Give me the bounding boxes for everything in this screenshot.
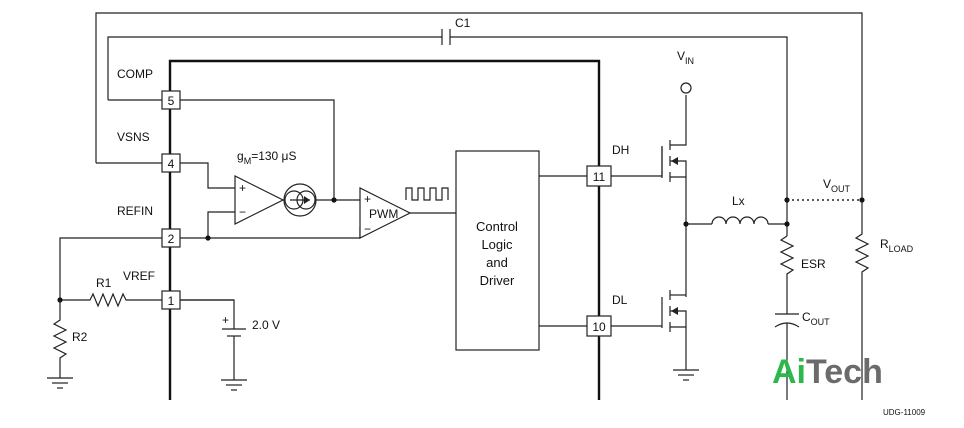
- svg-text:−: −: [239, 205, 246, 219]
- low-side-mosfet: [611, 290, 699, 381]
- svg-text:Control: Control: [476, 219, 518, 234]
- c1-capacitor: C1: [107, 16, 788, 200]
- high-side-mosfet: [611, 95, 687, 200]
- pin-5: 5: [161, 90, 181, 110]
- vref-voltage-label: 2.0 V: [252, 318, 280, 332]
- pin-1: 1: [161, 290, 181, 310]
- watermark-logo: AiTech: [772, 353, 883, 391]
- control-logic-block: Control Logic and Driver: [455, 150, 540, 351]
- svg-text:Driver: Driver: [480, 273, 515, 288]
- dh-label: DH: [612, 143, 629, 157]
- watermark-part1: Ai: [772, 353, 806, 391]
- svg-text:+: +: [222, 313, 229, 327]
- svg-text:−: −: [364, 222, 371, 236]
- svg-text:1: 1: [168, 294, 175, 308]
- svg-text:Logic: Logic: [481, 237, 513, 252]
- vref-label: VREF: [123, 269, 155, 283]
- watermark-part2: Tech: [806, 353, 883, 391]
- vref-source: + 2.0 V: [180, 299, 280, 391]
- r1-label: R1: [96, 276, 112, 290]
- load-resistor: RLOAD: [854, 200, 914, 400]
- pwm-comparator: + − PWM: [359, 187, 412, 239]
- svg-text:and: and: [486, 255, 508, 270]
- output-capacitor: COUT: [774, 310, 830, 400]
- r2-label: R2: [72, 330, 88, 344]
- gm-label: gM=130 μS: [237, 149, 296, 166]
- esr-label: ESR: [801, 257, 826, 271]
- comp-label: COMP: [117, 67, 153, 81]
- esr-resistor: ESR: [779, 235, 826, 314]
- pwm-waveform: [405, 187, 449, 201]
- inductor-lx: Lx: [686, 194, 787, 225]
- rload-label: RLOAD: [880, 237, 914, 254]
- svg-text:2: 2: [168, 232, 175, 246]
- pwm-label: PWM: [369, 207, 398, 221]
- svg-text:10: 10: [592, 320, 606, 334]
- gm-amplifier: + −: [234, 175, 317, 225]
- vout-label: VOUT: [823, 177, 851, 194]
- pin-4: 4: [161, 153, 181, 173]
- vin-label: VIN: [677, 49, 694, 66]
- svg-text:+: +: [239, 181, 246, 195]
- vin-terminal: [680, 82, 692, 94]
- refin-divider: R1 R2: [47, 237, 162, 389]
- vsns-label: VSNS: [117, 130, 150, 144]
- pin-11: 11: [586, 165, 612, 187]
- svg-text:4: 4: [168, 157, 175, 171]
- cout-label: COUT: [802, 310, 830, 327]
- refin-label: REFIN: [117, 204, 153, 218]
- vsns-sense-wire: [95, 12, 863, 200]
- svg-text:11: 11: [593, 170, 606, 184]
- svg-text:+: +: [364, 192, 371, 206]
- lx-label: Lx: [732, 194, 745, 208]
- c1-label: C1: [455, 16, 471, 30]
- pin-2: 2: [161, 228, 181, 248]
- pin-10: 10: [586, 315, 612, 337]
- dl-label: DL: [612, 293, 628, 307]
- svg-text:5: 5: [168, 94, 175, 108]
- figure-id: UDG-11009: [883, 408, 926, 417]
